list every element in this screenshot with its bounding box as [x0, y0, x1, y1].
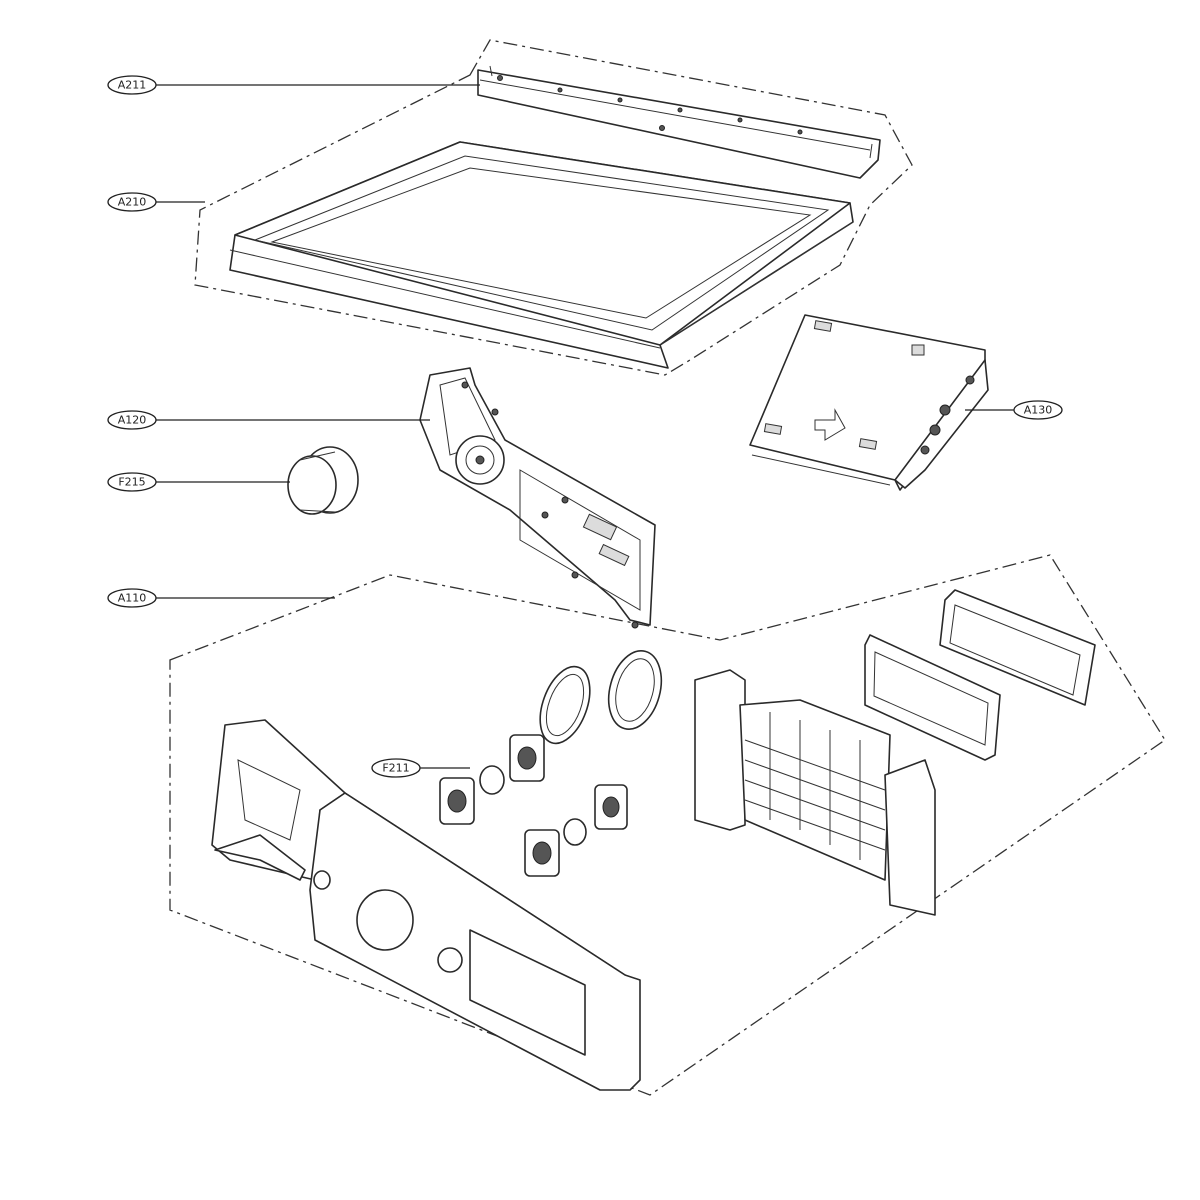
- display-window-part: [864, 634, 1001, 761]
- led-holder-part: [694, 669, 936, 916]
- leader-lines: [155, 84, 1015, 769]
- callout-a110-label: A110: [118, 592, 147, 605]
- knob-part: [287, 446, 359, 515]
- callout-a210: A210: [107, 192, 157, 212]
- top-plate-part: [229, 141, 854, 369]
- callout-a120: A120: [107, 410, 157, 430]
- control-panel-assembly-boundary: [169, 554, 1166, 1096]
- callout-a210-label: A210: [118, 196, 147, 209]
- buttons-part: [439, 734, 628, 877]
- callout-a110: A110: [107, 588, 157, 608]
- control-box-part: [749, 314, 989, 491]
- top-assembly-boundary: [194, 39, 913, 376]
- callout-a130-label: A130: [1024, 404, 1053, 417]
- callout-a130: A130: [1013, 400, 1063, 420]
- callout-a211-label: A211: [118, 79, 147, 92]
- dispenser-handle-part: [214, 834, 306, 881]
- control-panel-housing-part: [211, 719, 641, 1091]
- callout-f215: F215: [107, 472, 157, 492]
- top-rear-bracket-part: [477, 65, 881, 179]
- callout-a211: A211: [107, 75, 157, 95]
- display-pcb-part: [419, 367, 656, 629]
- callout-a120-label: A120: [118, 414, 147, 427]
- callout-f215-label: F215: [118, 476, 145, 489]
- knob-ring-part: [539, 665, 591, 745]
- display-cover-part: [939, 589, 1096, 706]
- callout-f211-label: F211: [382, 762, 409, 775]
- knob-bezel-part: [607, 650, 663, 730]
- callout-f211: F211: [371, 758, 421, 778]
